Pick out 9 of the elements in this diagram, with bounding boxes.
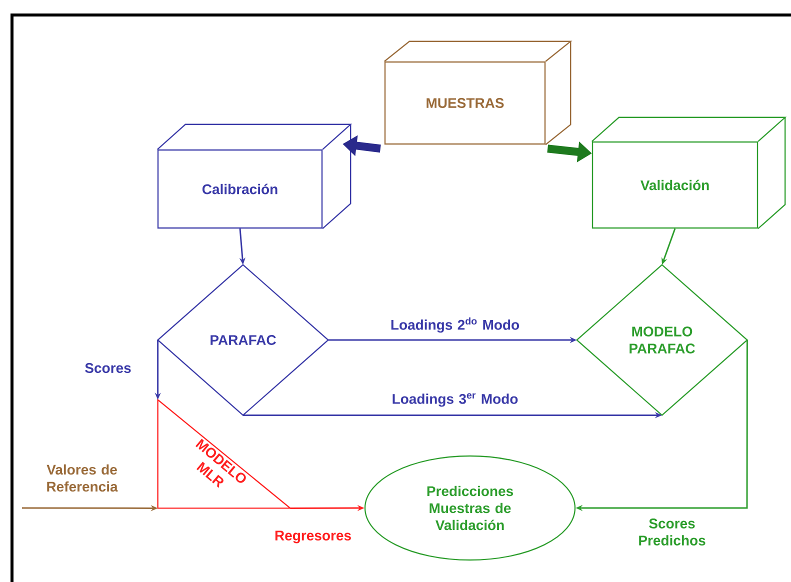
edge-label: Loadings 3$^{er}$ Modo	[392, 393, 518, 407]
edge-label: Regresores	[275, 530, 351, 544]
box: MUESTRAS	[384, 40, 572, 146]
edge-label: Scores	[85, 363, 131, 373]
edge-label: Valores de Referencia	[46, 464, 118, 492]
box: Calibración	[156, 124, 352, 230]
box: Validación	[591, 116, 787, 230]
edge-label: Scores Predichos	[639, 518, 706, 546]
edge-label: Loadings 2$^{do}$ Modo	[391, 317, 520, 333]
